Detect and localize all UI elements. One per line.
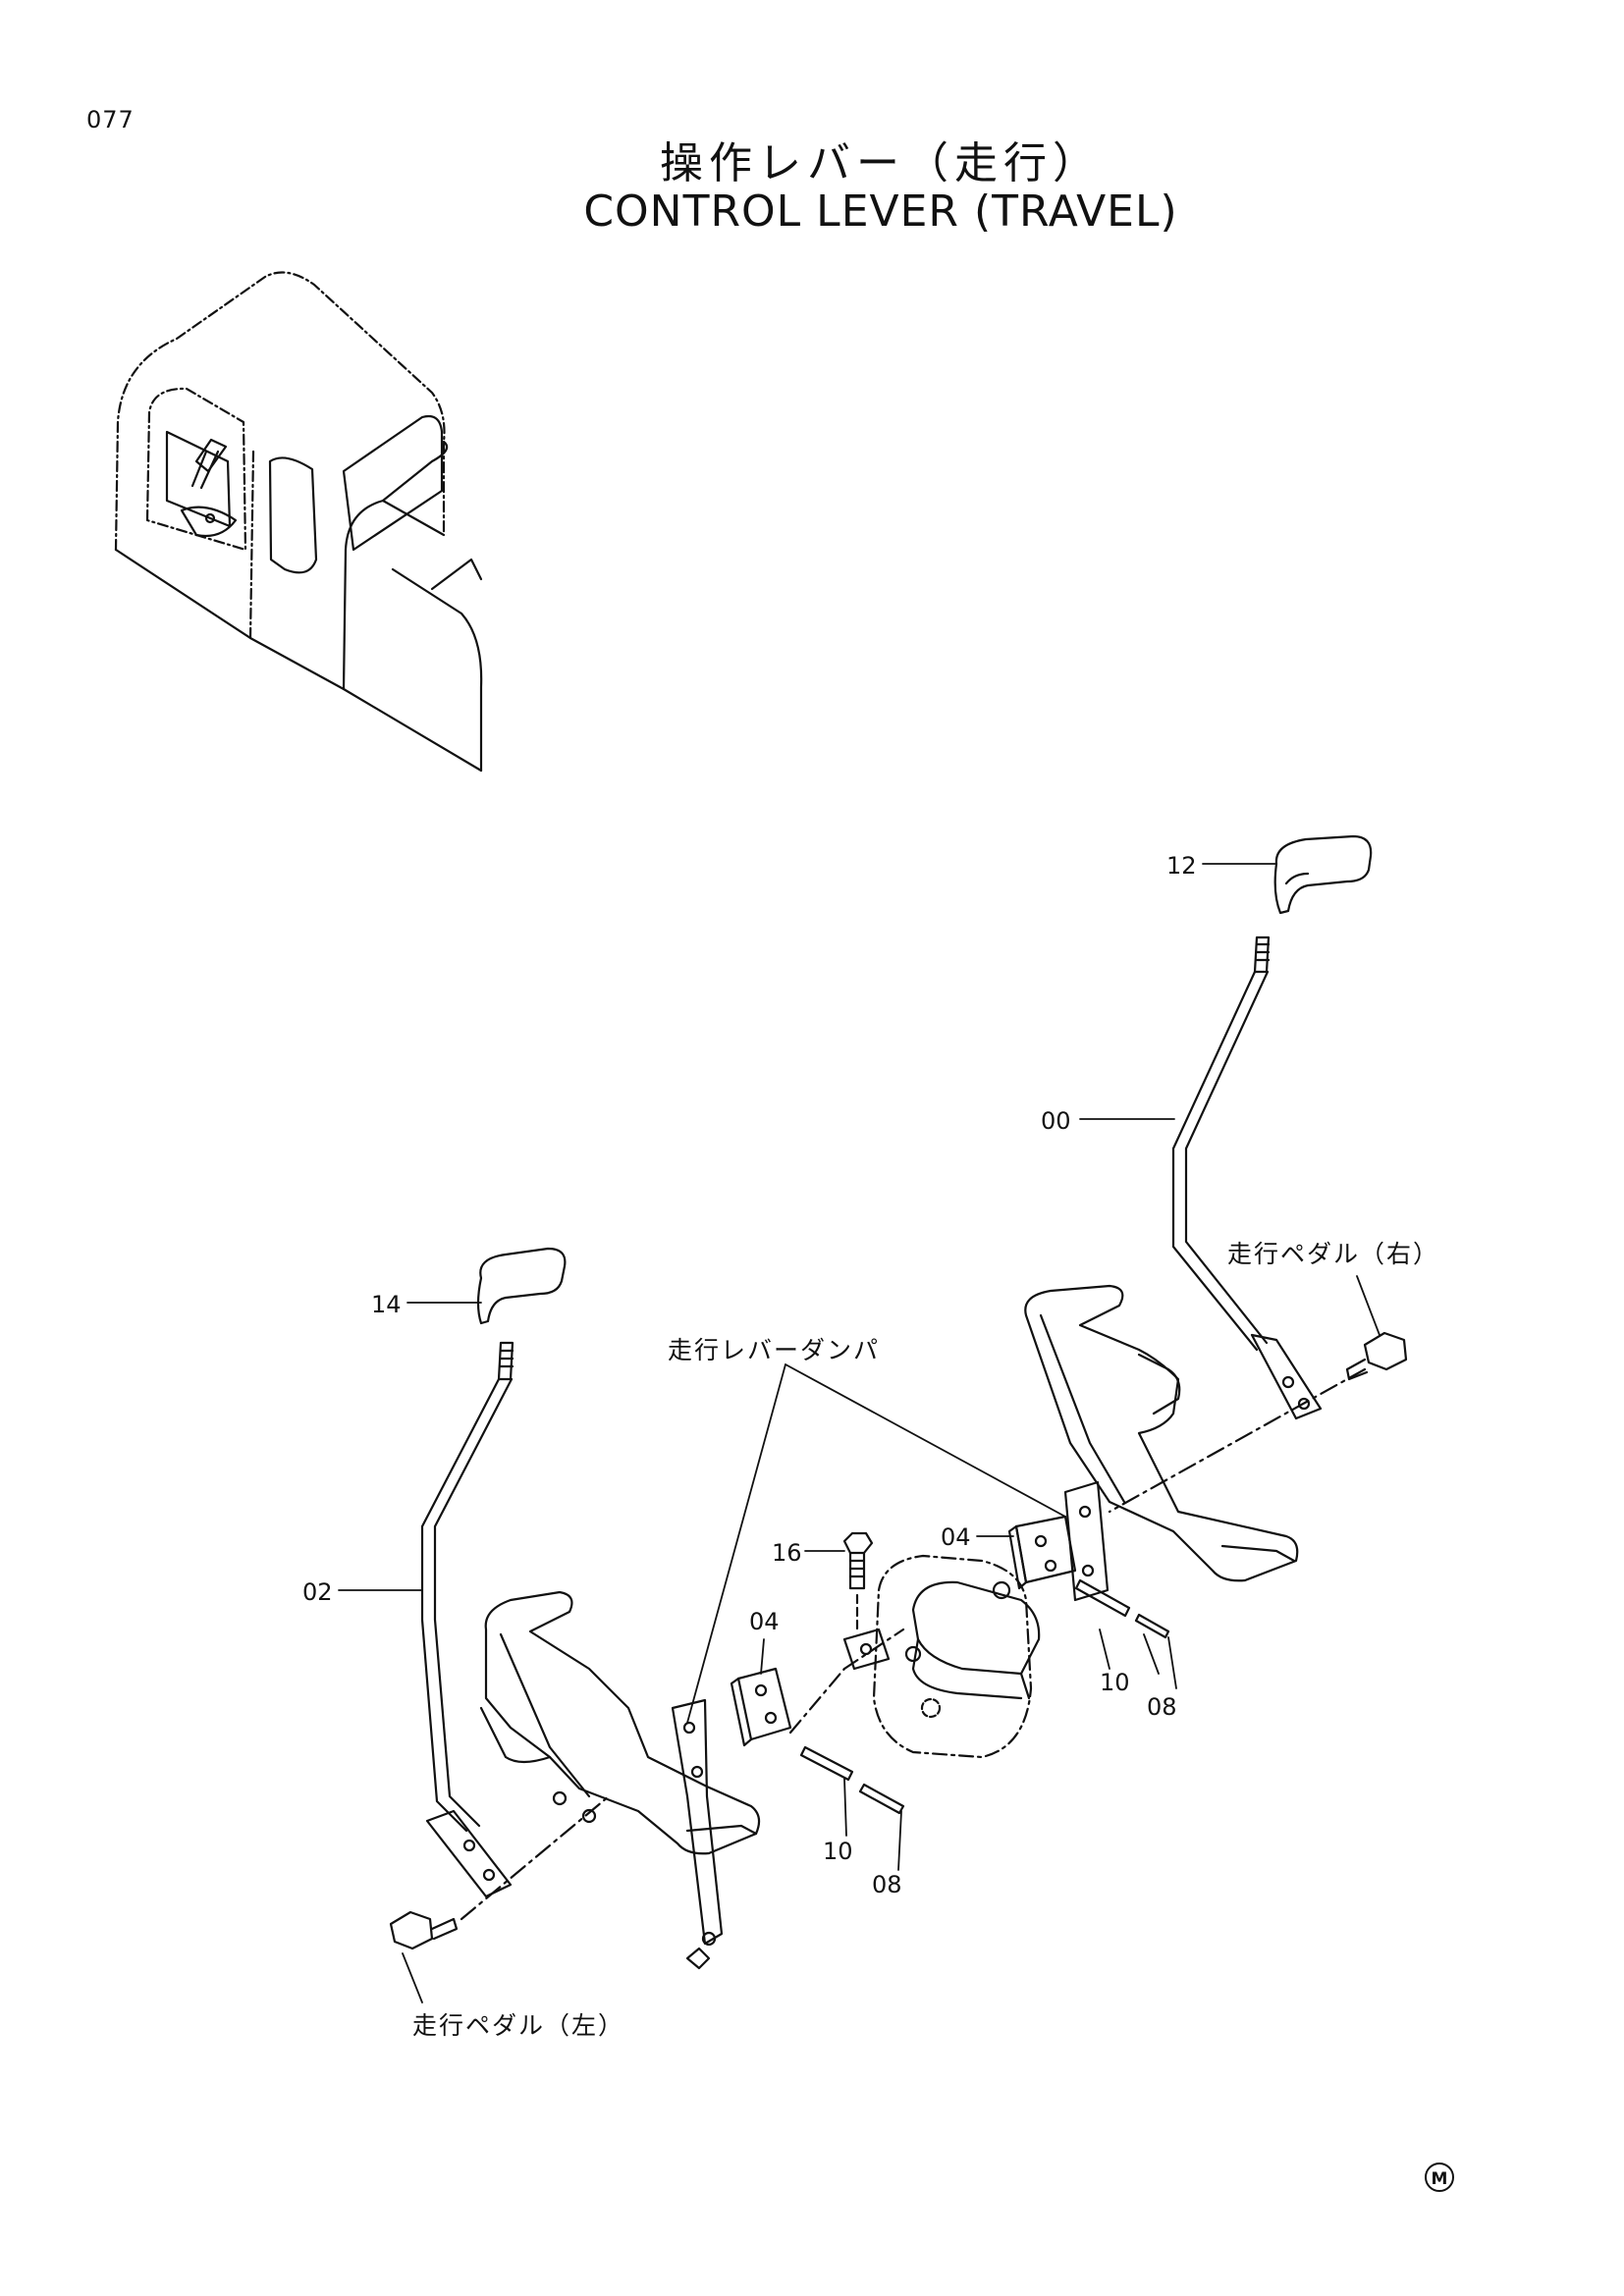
callout-16: 16 bbox=[772, 1539, 802, 1567]
callout-08-upper: 08 bbox=[1147, 1693, 1177, 1721]
leader-lines bbox=[338, 863, 1380, 2003]
callout-02: 02 bbox=[302, 1578, 333, 1606]
page-number: 077 bbox=[86, 106, 135, 133]
note-travel-pedal-left: 走行ペダル（左） bbox=[412, 2011, 625, 2040]
lower-damper-group bbox=[730, 1628, 905, 1815]
title-english: CONTROL LEVER (TRAVEL) bbox=[583, 187, 1178, 237]
callout-00: 00 bbox=[1041, 1107, 1071, 1135]
callout-04-upper: 04 bbox=[941, 1523, 971, 1551]
callout-08-lower: 08 bbox=[872, 1871, 902, 1898]
cab-illustration bbox=[114, 271, 483, 773]
callout-12: 12 bbox=[1166, 852, 1197, 880]
manufacturer-mark: M bbox=[1425, 2163, 1454, 2192]
callout-10-lower: 10 bbox=[823, 1838, 853, 1865]
title-japanese: 操作レバー（走行） bbox=[660, 138, 1102, 188]
bolt-16 bbox=[842, 1531, 874, 1631]
note-travel-lever-damper: 走行レバーダンパ bbox=[668, 1336, 881, 1364]
callout-04-lower: 04 bbox=[749, 1608, 780, 1635]
callout-10-upper: 10 bbox=[1100, 1669, 1130, 1696]
knob-12 bbox=[1273, 834, 1373, 915]
note-travel-pedal-right: 走行ペダル（右） bbox=[1227, 1240, 1440, 1268]
damper-body bbox=[842, 1554, 1041, 1759]
knob-14 bbox=[476, 1247, 567, 1325]
left-lever-assembly bbox=[389, 1247, 761, 1970]
callout-14: 14 bbox=[371, 1291, 402, 1318]
right-lever-assembly bbox=[1024, 834, 1408, 1602]
upper-damper-group bbox=[1007, 1515, 1170, 1639]
